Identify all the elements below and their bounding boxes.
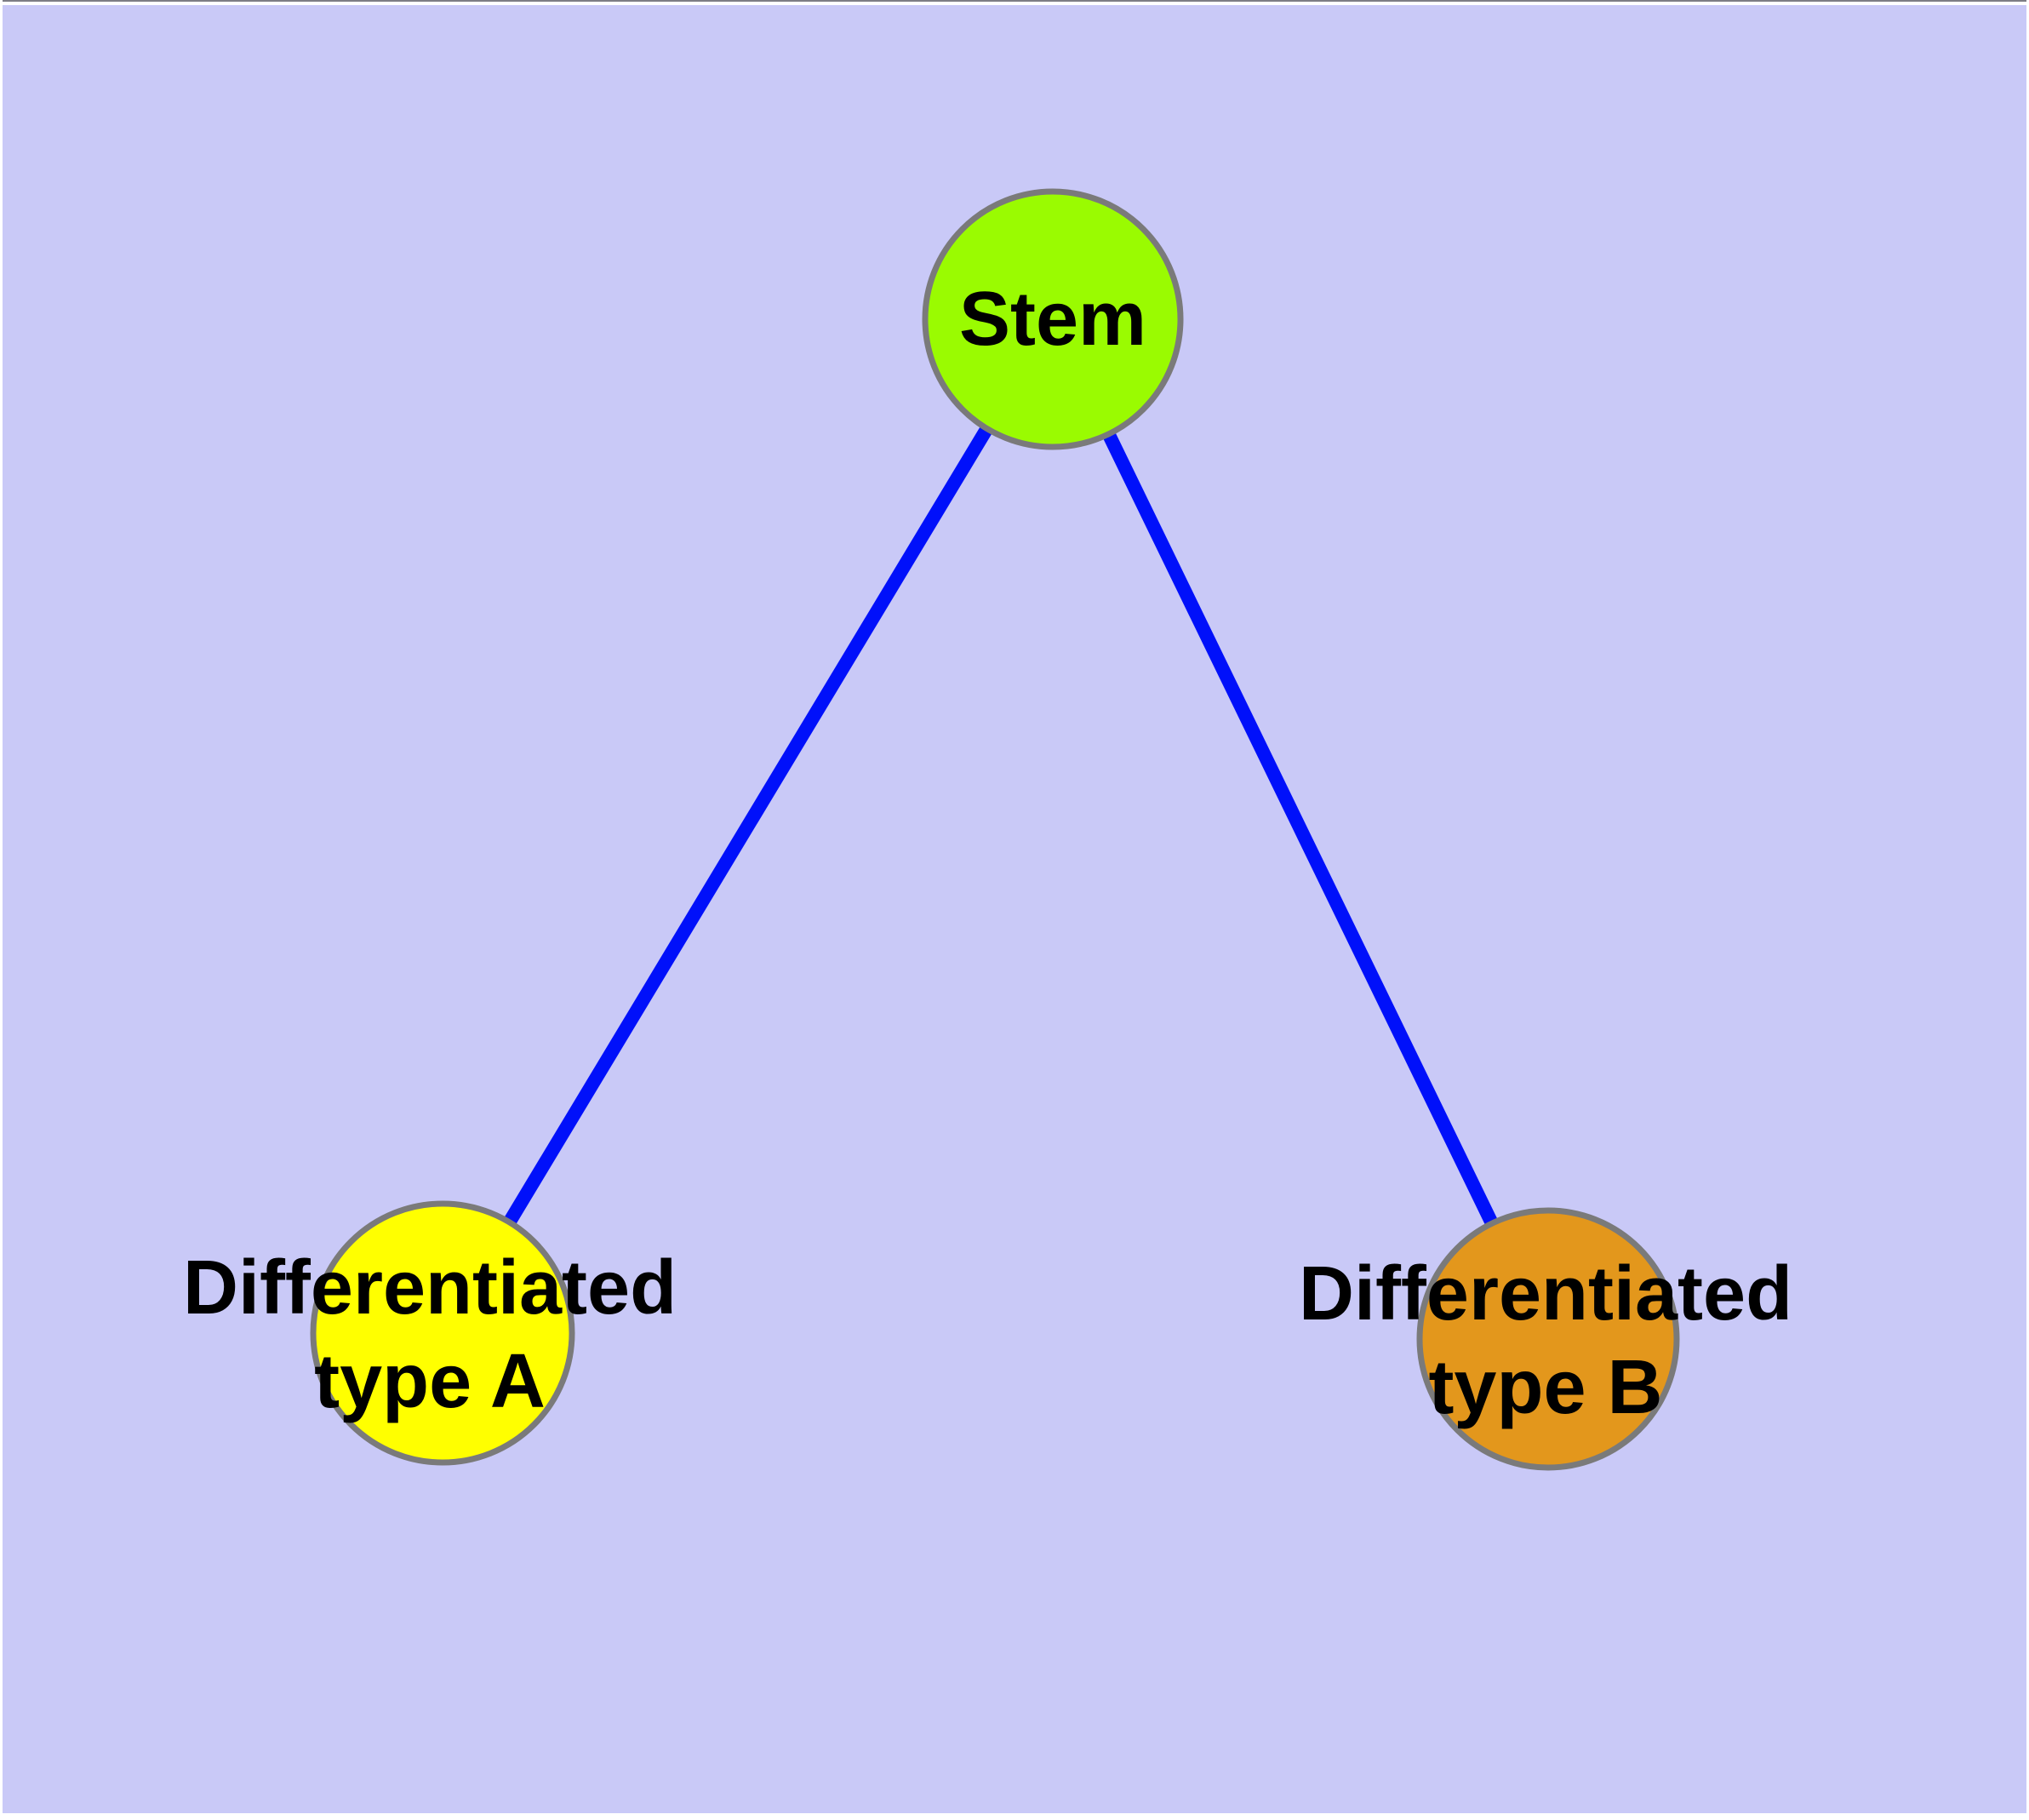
node-circle-type-b [1416,1207,1680,1471]
edge-stem-type-b [1046,316,1555,1342]
node-label-differentiated-type-a: Differentiated type A [183,1241,677,1428]
window-edge-top [0,2,2029,5]
node-label-line: type A [314,1339,546,1424]
node-label-line: type B [1428,1345,1663,1430]
window-edge-right [2026,0,2029,1820]
node-label-differentiated-type-b: Differentiated type B [1299,1247,1792,1434]
node-circle-stem [922,188,1184,450]
window-edge-left [0,0,3,1820]
node-label-line: Stem [958,277,1147,362]
node-label-line: Differentiated [1298,1251,1793,1336]
window-edge-line [0,0,2029,2]
window-edge-bottom [0,1813,2029,1820]
node-label-line: Differentiated [182,1245,677,1331]
edge-stem-type-a [437,315,1059,1337]
node-label-stem: Stem [959,272,1146,366]
node-circle-type-a [310,1200,575,1466]
